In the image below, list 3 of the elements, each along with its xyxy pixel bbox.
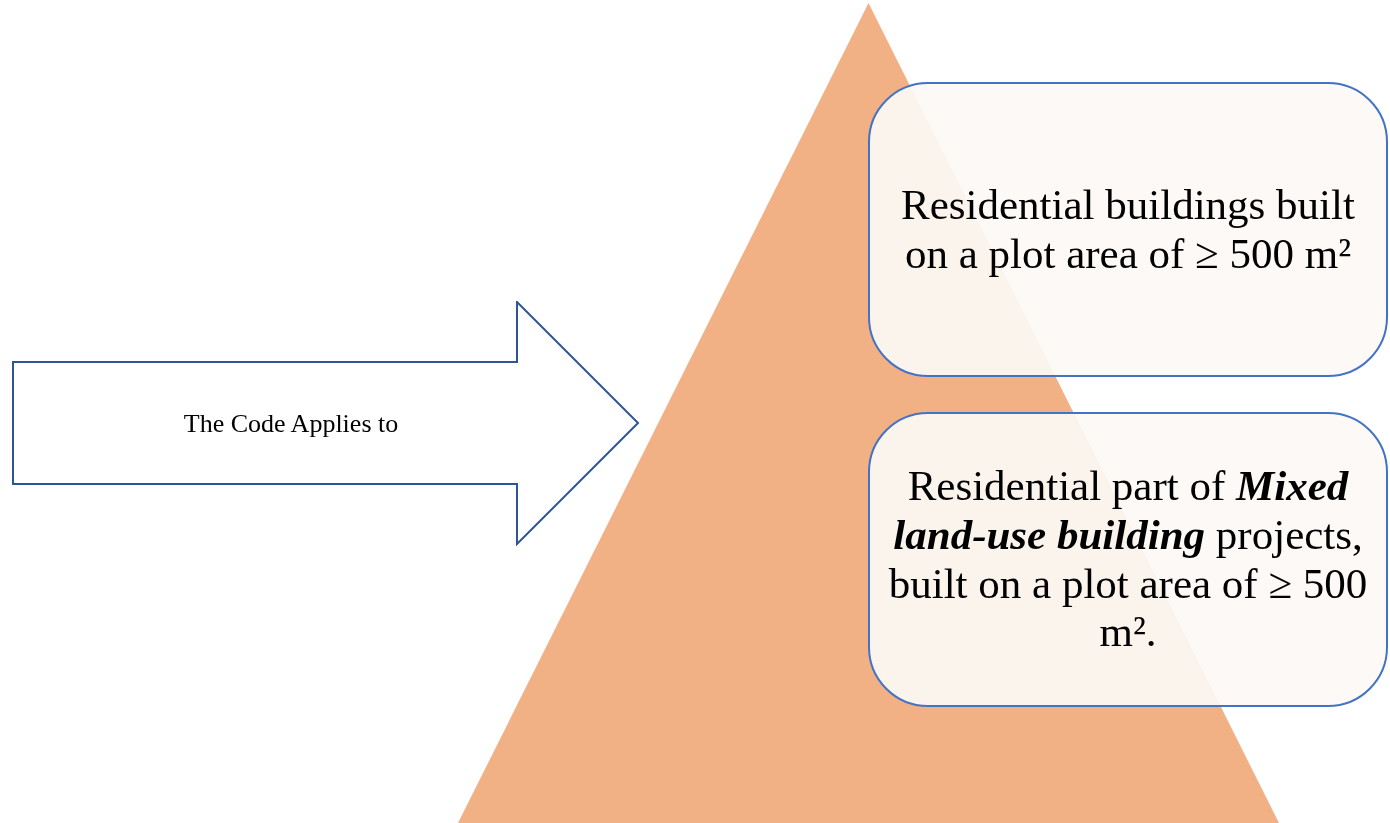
block-arrow: The Code Applies to — [12, 301, 640, 546]
text-box: Residential part of Mixed land-use building projects, built on a plot area of ≥ 500 m². — [868, 412, 1388, 707]
text-box: Residential buildings built on a plot area of ≥ 500 m² — [868, 82, 1388, 377]
